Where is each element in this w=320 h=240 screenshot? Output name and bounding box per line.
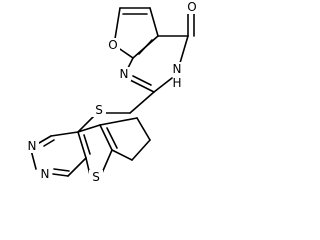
thiophene-sulfur-atom: S (89, 170, 103, 184)
nh-hydrogen-label: H (172, 76, 181, 90)
carbonyl-oxygen-label: O (187, 0, 196, 14)
atom-labels: O O N N H S N N S (25, 0, 199, 184)
nh-nitrogen-label: N (173, 62, 182, 76)
pyrimidinone-nitrogen-atom: N (117, 67, 131, 81)
pyrimidine-nitrogen-upper-atom: N (25, 139, 39, 153)
carbonyl-oxygen-atom: O (185, 0, 199, 14)
nh-nitrogen-atom: N H (170, 62, 184, 90)
thioether-sulfur-atom: S (92, 103, 106, 117)
pyrimidine-nitrogen-upper-label: N (28, 139, 37, 153)
thioether-sulfur-label: S (95, 103, 103, 117)
pyrimidinone-nitrogen-label: N (120, 67, 129, 81)
bond-lines (30, 7, 195, 177)
molecule-structure-diagram: O O N N H S N N S (25, 0, 199, 184)
furan-oxygen-label: O (108, 38, 117, 52)
thiophene-sulfur-label: S (92, 170, 100, 184)
pyrimidine-nitrogen-lower-label: N (41, 167, 50, 181)
furan-oxygen-atom: O (106, 38, 120, 52)
pyrimidine-nitrogen-lower-atom: N (38, 167, 52, 181)
